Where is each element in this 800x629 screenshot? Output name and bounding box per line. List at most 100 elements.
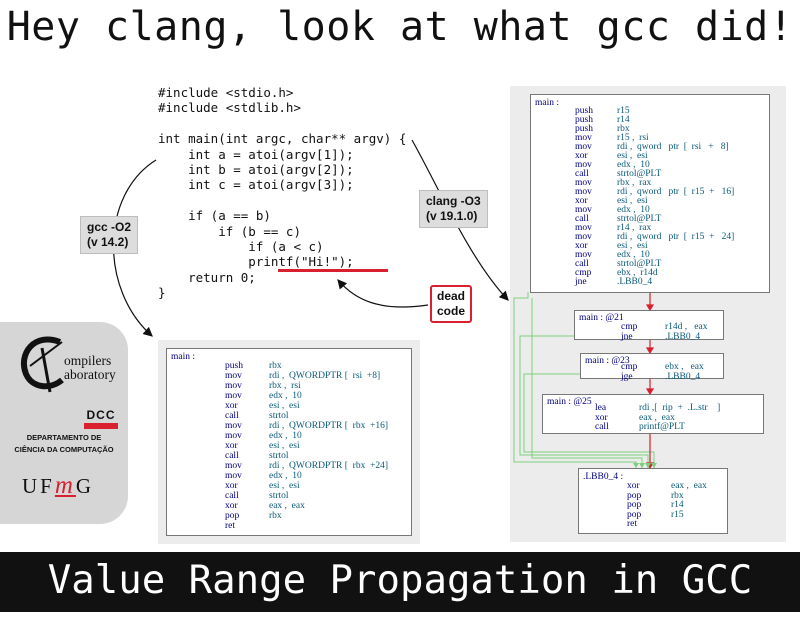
asm-operands: edx , 10 xyxy=(269,471,302,481)
asm-operands: r15 xyxy=(617,106,630,116)
code-line: if (a < c) xyxy=(158,239,324,254)
asm-operands: rdi , QWORDPTR [ rbx +24] xyxy=(269,461,389,471)
asm-operands: r14 xyxy=(671,500,684,510)
asm-operands: esi , esi xyxy=(269,441,300,451)
asm-operands: strtol xyxy=(269,491,289,501)
asm-operands: eax , eax xyxy=(671,481,707,491)
asm-operands: .LBB0_4 xyxy=(665,331,701,342)
asm-opcode: mov xyxy=(225,431,242,441)
asm-operands: .LBB0_4 xyxy=(617,277,653,287)
asm-opcode: jne xyxy=(575,277,587,287)
asm-opcode: mov xyxy=(575,232,592,242)
asm-operands: r15 xyxy=(671,509,684,520)
asm-operands: edx , 10 xyxy=(269,391,302,401)
asm-opcode: ret xyxy=(225,521,236,531)
department-name: DEPARTAMENTO DE CIÊNCIA DA COMPUTAÇÃO xyxy=(2,432,126,456)
code-line: int c = atoi(argv[3]); xyxy=(158,177,354,193)
block-21-label: main : @21 xyxy=(579,313,624,323)
asm-operands: rbx , rax xyxy=(617,178,652,188)
asm-opcode: xor xyxy=(225,501,238,511)
asm-opcode: pop xyxy=(627,500,642,510)
department-line-1: DEPARTAMENTO DE xyxy=(26,433,102,442)
asm-operands: strtol@PLT xyxy=(617,169,662,179)
gcc-version: (v 14.2) xyxy=(87,235,129,249)
asm-operands: esi , esi xyxy=(617,196,648,206)
dcc-logo: DCC xyxy=(84,408,118,429)
lab-line-1: ompilers xyxy=(64,353,112,368)
asm-opcode: jne xyxy=(621,331,633,342)
asm-operands: r14 , rax xyxy=(617,223,652,233)
asm-operands: eax , eax xyxy=(269,501,305,511)
asm-operands: rdi , qword ptr [ r15 + 24] xyxy=(617,232,735,242)
logo-panel: ompilers aboratory DCC DEPARTAMENTO DE C… xyxy=(0,322,128,524)
asm-operands: r14d , eax xyxy=(665,322,708,332)
dead-code-underline xyxy=(278,269,388,273)
asm-opcode: mov xyxy=(225,371,242,381)
ufmg-m: m xyxy=(54,472,76,499)
asm-opcode: mov xyxy=(225,471,242,481)
ufmg-uf: UF xyxy=(22,474,55,498)
compilers-lab-logo-icon xyxy=(21,336,64,393)
asm-operands: rbx xyxy=(617,124,630,134)
asm-operands: esi , esi xyxy=(269,481,300,491)
asm-opcode: mov xyxy=(575,133,592,143)
asm-opcode: call xyxy=(575,169,589,179)
asm-opcode: mov xyxy=(575,142,592,152)
lab-name: ompilers aboratory xyxy=(64,354,116,382)
asm-opcode: pop xyxy=(225,511,240,521)
asm-opcode: ret xyxy=(627,519,638,529)
asm-operands: ebx , eax xyxy=(665,362,704,372)
code-line: if (a == b) xyxy=(158,208,271,224)
gcc-block-label: main : xyxy=(171,352,196,362)
asm-opcode: push xyxy=(575,115,593,125)
asm-opcode: push xyxy=(575,124,593,134)
clang-compiler: clang -O3 xyxy=(426,194,481,208)
asm-operands: esi , esi xyxy=(269,401,300,411)
code-word: code xyxy=(437,304,466,318)
clang-label: clang -O3 (v 19.1.0) xyxy=(419,190,488,228)
asm-opcode: jge xyxy=(621,371,633,382)
asm-operands: edx , 10 xyxy=(617,250,650,260)
asm-opcode: mov xyxy=(575,160,592,170)
footer-title: Value Range Propagation in GCC xyxy=(47,558,753,603)
asm-opcode: xor xyxy=(225,481,238,491)
asm-operands: .LBB0_4 xyxy=(665,371,701,382)
code-line: } xyxy=(158,285,166,301)
asm-operands: printf@PLT xyxy=(639,422,685,432)
asm-operands: rbx , rsi xyxy=(269,381,301,391)
asm-operands: strtol@PLT xyxy=(617,259,662,269)
asm-operands: rdi , qword ptr [ r15 + 16] xyxy=(617,187,735,197)
code-line: printf("Hi!"); xyxy=(158,254,354,270)
code-line: int b = atoi(argv[2]); xyxy=(158,162,354,177)
asm-opcode: xor xyxy=(225,441,238,451)
asm-operands: eax , eax xyxy=(639,412,675,423)
asm-operands: rdi , QWORDPTR [ rsi +8] xyxy=(269,371,381,381)
clang-version: (v 19.1.0) xyxy=(426,209,478,223)
block-25-label: main : @25 xyxy=(547,397,592,407)
footer-bar xyxy=(0,552,800,612)
asm-operands: rbx xyxy=(269,511,282,521)
dcc-text: DCC xyxy=(86,408,116,422)
ufmg-logo: UFmG xyxy=(22,472,94,500)
block-23-label: main : @23 xyxy=(585,356,630,366)
asm-opcode: xor xyxy=(627,481,640,491)
asm-opcode: mov xyxy=(575,178,592,188)
asm-operands: rdi , qword ptr [ rsi + 8] xyxy=(617,142,729,152)
ufmg-g: G xyxy=(75,474,95,498)
asm-opcode: push xyxy=(575,106,593,116)
asm-opcode: cmp xyxy=(575,268,592,278)
asm-opcode: pop xyxy=(627,509,642,520)
